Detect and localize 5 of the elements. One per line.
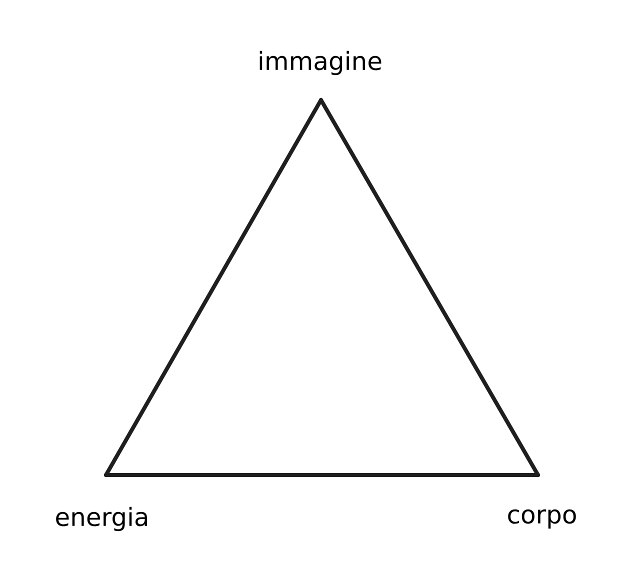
vertex-label: energia [56,506,148,532]
vertex-label: immagine [260,50,382,76]
triangle-side [319,98,540,477]
triangle-side [104,473,540,477]
vertex-label: corpo [508,509,576,529]
